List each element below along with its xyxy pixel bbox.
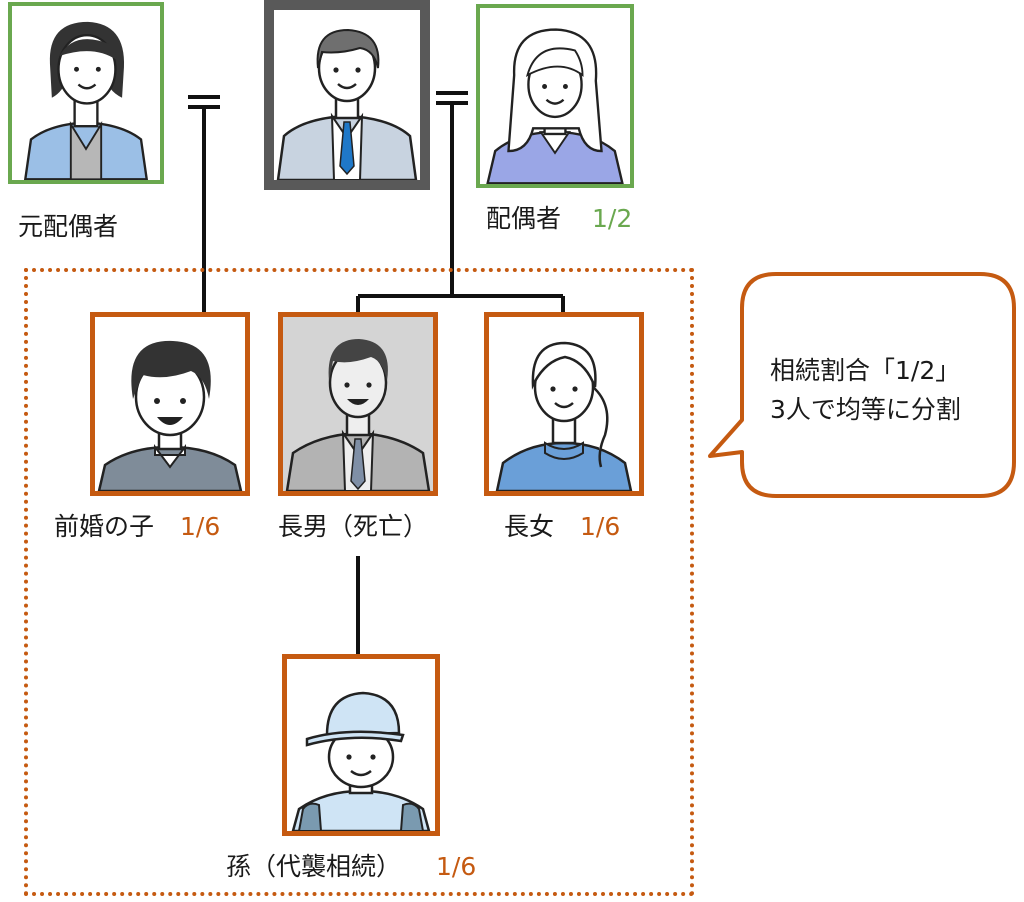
spouse-label: 配偶者	[486, 204, 562, 233]
callout-text: 相続割合「1/2」 3人で均等に分割	[770, 352, 961, 430]
spouse-share: 1/2	[592, 204, 633, 233]
spouse-portrait	[476, 4, 634, 188]
prior-child-share: 1/6	[180, 512, 221, 541]
callout-bubble	[708, 272, 1016, 498]
prior-child-portrait	[90, 312, 250, 496]
grandchild-share: 1/6	[436, 852, 477, 881]
callout-line-2: 3人で均等に分割	[770, 394, 961, 424]
callout-line-1: 相続割合「1/2」	[770, 356, 961, 385]
prior-child-label: 前婚の子	[54, 512, 155, 541]
eldest-daughter-portrait	[484, 312, 644, 496]
deceased-portrait	[264, 0, 430, 190]
ex-spouse-label: 元配偶者	[18, 212, 119, 241]
eldest-daughter-share: 1/6	[580, 512, 621, 541]
grandchild-portrait	[282, 654, 440, 836]
eldest-daughter-label: 長女	[504, 512, 555, 541]
eldest-son-label: 長男（死亡）	[278, 512, 429, 541]
grandchild-label: 孫（代襲相続）	[226, 852, 402, 881]
heirs-group-box	[24, 268, 694, 896]
ex-spouse-portrait	[8, 2, 164, 184]
eldest-son-portrait	[278, 312, 438, 496]
